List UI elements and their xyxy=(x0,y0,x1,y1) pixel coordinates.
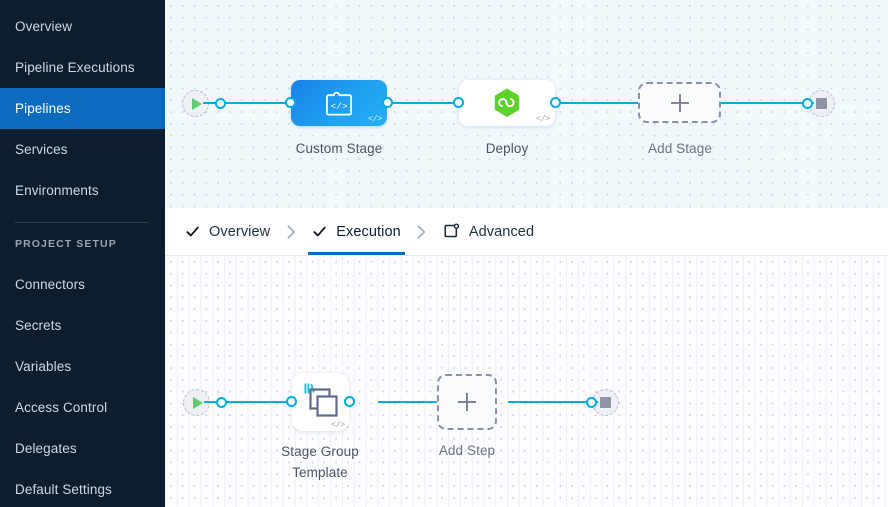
stage-card[interactable]: </> xyxy=(459,80,555,126)
stage-group-template-input-port[interactable] xyxy=(286,396,297,407)
add-stage-button[interactable] xyxy=(638,82,721,123)
play-icon xyxy=(193,396,203,409)
custom-stage-input-port[interactable] xyxy=(285,97,296,108)
sidebar-divider xyxy=(15,222,148,223)
main-content: </> </> Custom Stage </> xyxy=(165,0,888,507)
tab-label: Advanced xyxy=(468,223,535,240)
execution-canvas[interactable]: </> Stage Group Template Add Step xyxy=(165,256,888,507)
custom-stage-output-port[interactable] xyxy=(382,97,393,108)
step-node-stage-group-template[interactable]: </> Stage Group Template xyxy=(281,373,359,480)
end-input-port[interactable] xyxy=(586,397,597,408)
custom-stage-code-icon: </> xyxy=(326,91,352,116)
sidebar-item-label: Connectors xyxy=(15,277,86,292)
stage-card[interactable]: </> </> xyxy=(291,80,387,126)
plus-icon xyxy=(458,393,476,411)
edge-start-to-stage-group-template xyxy=(204,401,306,404)
end-input-port[interactable] xyxy=(802,98,813,109)
start-output-port[interactable] xyxy=(215,98,226,109)
yaml-code-badge: </> xyxy=(367,114,383,124)
stage-node-custom-stage[interactable]: </> </> Custom Stage xyxy=(285,80,393,156)
add-step-node[interactable]: Add Step xyxy=(437,374,497,458)
stage-group-template-output-port[interactable] xyxy=(344,396,355,407)
edge-stage-group-template-to-add-step xyxy=(378,401,462,404)
tab-label: Execution xyxy=(336,223,401,240)
sidebar-item-label: Secrets xyxy=(15,318,62,333)
sidebar-item-label: Variables xyxy=(15,359,72,374)
sidebar-item-label: Pipeline Executions xyxy=(15,60,135,75)
yaml-code-badge: </> xyxy=(330,420,346,430)
sidebar-item-default-settings[interactable]: Default Settings xyxy=(0,469,165,507)
add-step-button[interactable] xyxy=(437,374,497,430)
step-label-stage-group-template: Stage Group Template xyxy=(281,444,359,480)
pipeline-tabbar: Overview Execution xyxy=(165,208,888,256)
sidebar-item-pipeline-executions[interactable]: Pipeline Executions xyxy=(0,47,165,88)
tab-advanced[interactable]: Advanced xyxy=(439,208,538,255)
svg-text:</>: </> xyxy=(330,101,347,112)
execution-end-node[interactable] xyxy=(586,389,619,416)
deploy-input-port[interactable] xyxy=(453,97,464,108)
sidebar-item-pipelines[interactable]: Pipelines xyxy=(0,88,165,129)
sidebar-item-label: Overview xyxy=(15,19,73,34)
pipeline-end-node[interactable] xyxy=(802,90,835,117)
stage-canvas[interactable]: </> </> Custom Stage </> xyxy=(165,0,888,208)
tab-label: Overview xyxy=(209,223,271,240)
yaml-code-badge: </> xyxy=(535,114,551,124)
sidebar-item-label: Delegates xyxy=(15,441,77,456)
sidebar-item-label: Default Settings xyxy=(15,482,112,497)
sidebar-item-connectors[interactable]: Connectors xyxy=(0,264,165,305)
plus-icon xyxy=(670,93,689,112)
edge-custom-stage-to-deploy xyxy=(387,102,476,105)
sidebar-item-services[interactable]: Services xyxy=(0,129,165,170)
sidebar-item-label: Environments xyxy=(15,183,99,198)
sidebar-item-delegates[interactable]: Delegates xyxy=(0,428,165,469)
sidebar-item-environments[interactable]: Environments xyxy=(0,170,165,211)
end-circle xyxy=(808,90,835,117)
edge-start-to-custom-stage xyxy=(203,102,306,105)
sidebar-item-access-control[interactable]: Access Control xyxy=(0,387,165,428)
stop-icon xyxy=(600,397,611,408)
sidebar-item-overview[interactable]: Overview xyxy=(0,6,165,47)
start-output-port[interactable] xyxy=(216,397,227,408)
advanced-settings-icon xyxy=(444,223,459,238)
execution-start-node[interactable] xyxy=(183,389,227,416)
tab-separator xyxy=(274,224,308,240)
stage-label-custom-stage: Custom Stage xyxy=(295,141,383,156)
deploy-output-port[interactable] xyxy=(550,97,561,108)
sidebar-item-label: Pipelines xyxy=(15,101,71,116)
stage-label-deploy: Deploy xyxy=(485,141,529,156)
add-stage-label: Add Stage xyxy=(648,141,712,156)
tab-overview[interactable]: Overview xyxy=(181,208,274,255)
check-icon xyxy=(313,226,326,237)
sidebar-item-label: Services xyxy=(15,142,68,157)
deploy-hexagon-infinity-icon xyxy=(494,88,520,117)
tab-execution[interactable]: Execution xyxy=(308,208,405,255)
add-step-label: Add Step xyxy=(438,443,496,458)
sidebar-item-variables[interactable]: Variables xyxy=(0,346,165,387)
stop-icon xyxy=(816,98,827,109)
stacked-squares-template-icon xyxy=(303,383,338,417)
sidebar-item-label: Access Control xyxy=(15,400,108,415)
chevron-right-icon xyxy=(287,225,295,238)
edge-add-step-to-end xyxy=(508,401,598,404)
tab-separator xyxy=(405,224,439,240)
sidebar-section-project-setup: PROJECT SETUP xyxy=(15,237,117,250)
play-icon xyxy=(192,97,202,110)
add-stage-node[interactable]: Add Stage xyxy=(638,82,721,156)
step-card[interactable]: </> xyxy=(292,373,349,431)
sidebar-item-secrets[interactable]: Secrets xyxy=(0,305,165,346)
stage-node-deploy[interactable]: </> Deploy xyxy=(453,80,561,156)
edge-add-stage-to-end xyxy=(721,102,814,105)
edge-deploy-to-add-stage xyxy=(551,102,642,105)
sidebar: Overview Pipeline Executions Pipelines S… xyxy=(0,0,165,507)
check-icon xyxy=(186,226,199,237)
chevron-right-icon xyxy=(417,225,426,238)
